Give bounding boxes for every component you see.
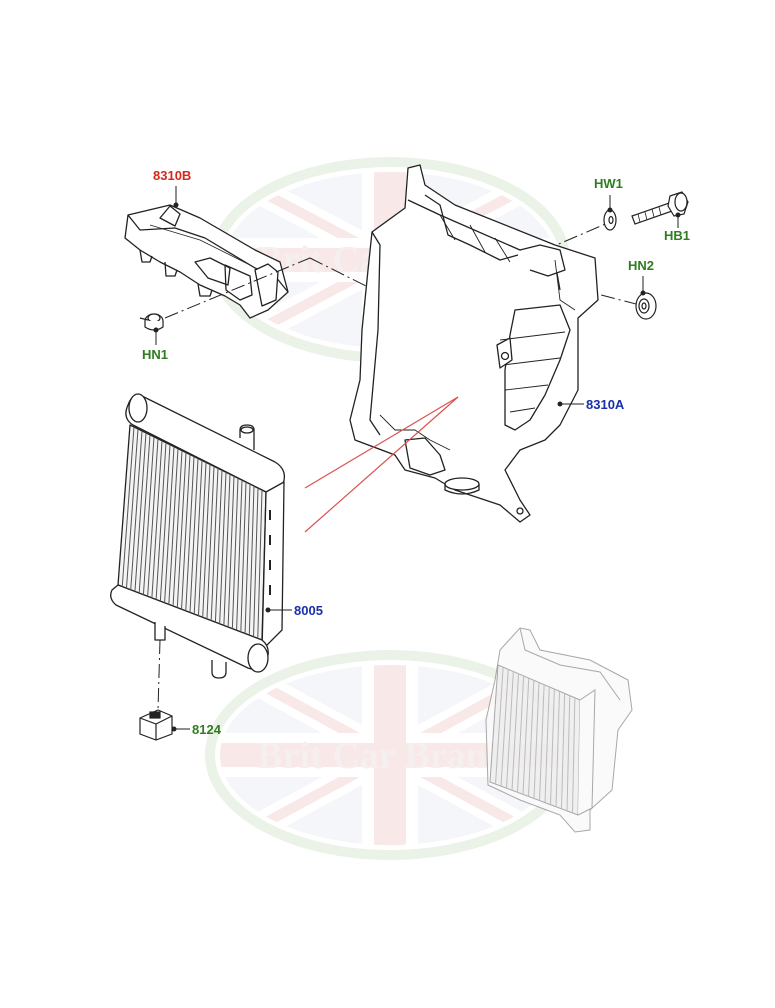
cooler-fin [176, 452, 187, 608]
label-8310B: 8310B [153, 168, 192, 183]
cooler-fin [197, 462, 207, 616]
cooler-fin [257, 490, 263, 639]
washer-HW1 [603, 209, 617, 231]
cooler-fin [172, 450, 183, 607]
thumbnail-fin [544, 686, 550, 803]
cooler-fin [227, 476, 235, 628]
cooler-fin [240, 482, 247, 632]
label-HN2: HN2 [628, 258, 655, 273]
thumbnail-fin [511, 673, 519, 791]
thumbnail-fin [528, 680, 535, 797]
cooler-fin [210, 468, 219, 621]
cooler-fin [253, 488, 259, 637]
cooler-fin [159, 444, 171, 602]
thumbnail-fin [572, 697, 576, 813]
cooler-fin [121, 426, 135, 587]
cooler-fin [142, 436, 155, 595]
cooler-fin [151, 440, 163, 598]
cooler-fin [231, 478, 239, 629]
cooler-fin [193, 460, 203, 615]
cooler-fin [202, 464, 211, 618]
cooler-fin [185, 456, 195, 611]
cooler-fin [189, 458, 199, 613]
label-HN1: HN1 [142, 347, 169, 362]
cooler-fin [219, 472, 227, 624]
thumbnail-fin [539, 684, 545, 801]
leader-dots [153, 202, 681, 732]
cooler-fin [164, 446, 175, 603]
thumbnail-fins [495, 667, 576, 813]
thumbnail-assembly [485, 627, 633, 833]
upper-bracket-8310B [124, 204, 289, 319]
label-8005: 8005 [294, 603, 323, 618]
cooler-fin [134, 432, 147, 592]
label-8310A: 8310A [586, 397, 625, 412]
cooler-fins [121, 426, 263, 639]
cooler-fin [214, 470, 223, 623]
thumbnail-fin [533, 682, 540, 799]
cooler-fin [223, 474, 231, 626]
cooler-fin [155, 442, 167, 600]
bolt-HB1 [631, 191, 689, 225]
thumbnail-fin [561, 693, 566, 809]
thumbnail-fin [517, 675, 525, 793]
cooler-fin [138, 434, 151, 594]
guide-lines [304, 396, 459, 533]
frame-8310A [349, 164, 599, 523]
thumbnail-fin [495, 667, 504, 785]
thumbnail-fin [522, 678, 530, 795]
thumbnail-fin [550, 689, 555, 805]
nut-HN2 [635, 292, 657, 320]
label-8124: 8124 [192, 722, 221, 737]
cooler-fin [147, 438, 159, 597]
thumbnail-fin [566, 695, 571, 811]
cooler-fin [236, 480, 243, 631]
thumbnail-fin [506, 671, 514, 789]
nut-HN1 [139, 313, 164, 331]
label-HW1: HW1 [594, 176, 623, 191]
thumbnail-fin [555, 691, 560, 807]
cooler-fin [130, 430, 143, 590]
mount-8124 [139, 709, 173, 741]
watermark-text-bottom: Brit Car Brands [257, 735, 522, 777]
cooler-fin [248, 486, 255, 636]
label-HB1: HB1 [664, 228, 691, 243]
cooler-fin [168, 448, 179, 605]
cooler-fin [244, 484, 251, 634]
cooler-fin [181, 454, 191, 610]
leader-lines [155, 186, 679, 730]
cooler-fin [125, 428, 139, 589]
thumbnail-fin [500, 669, 509, 787]
cooler-fin [206, 466, 215, 619]
